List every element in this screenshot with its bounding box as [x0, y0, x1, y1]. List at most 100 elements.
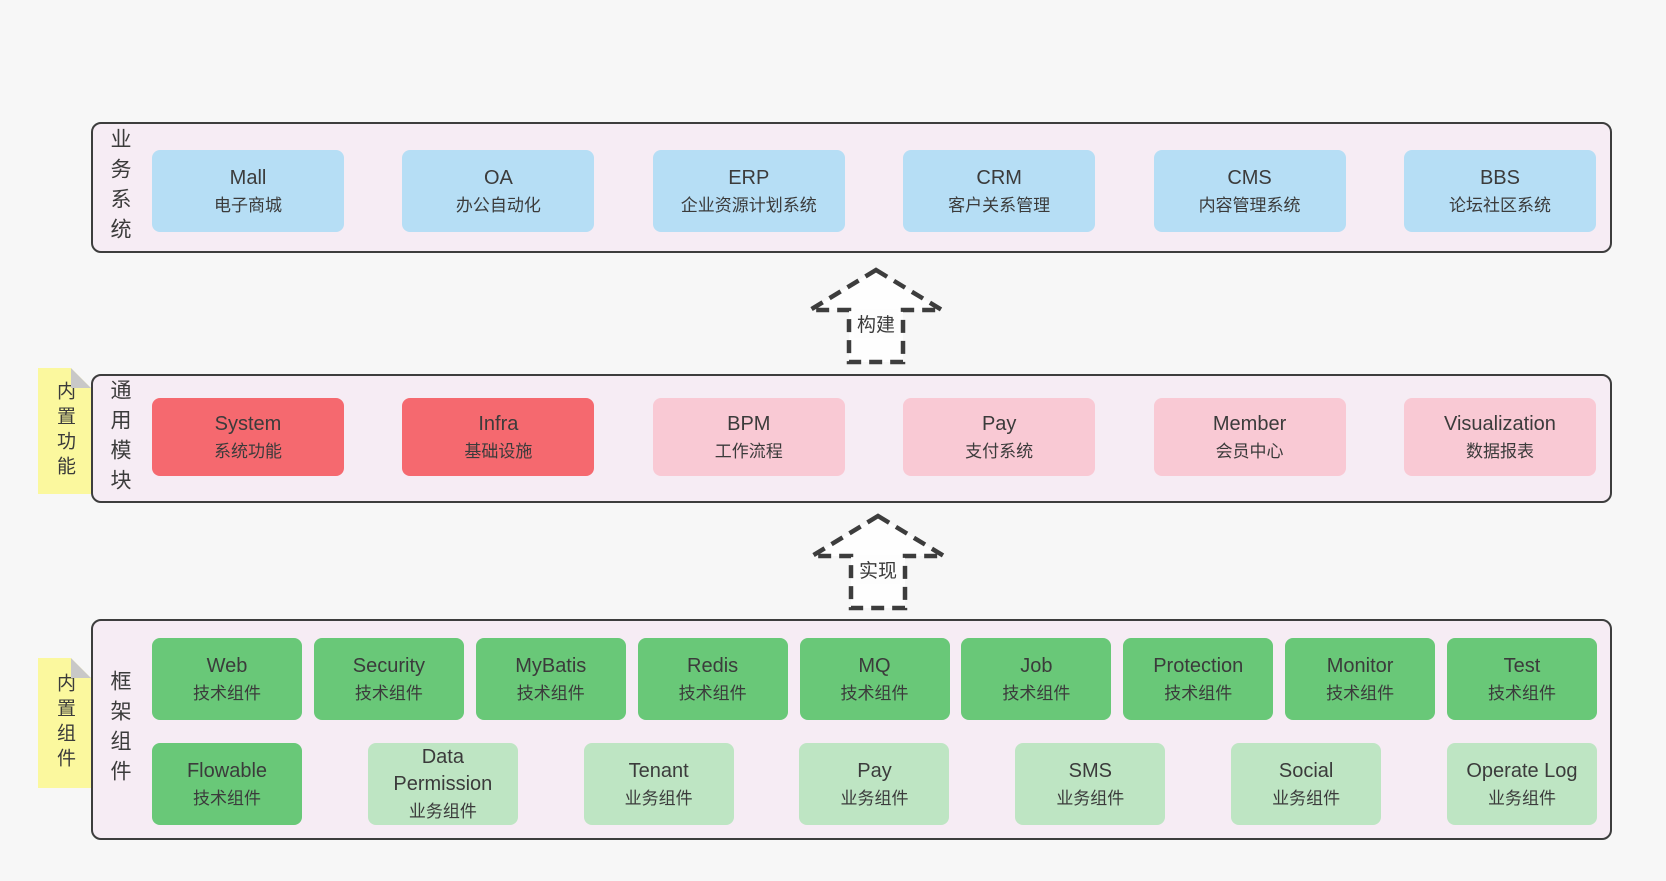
box-crm-title: CRM	[976, 166, 1022, 189]
sticky-note-builtin-components-label: 内置组件	[54, 673, 75, 773]
box-system-subtitle: 系统功能	[214, 441, 282, 461]
box-protection-title: Protection	[1153, 654, 1244, 677]
box-mall-subtitle: 电子商城	[214, 195, 282, 215]
box-security-title: Security	[352, 654, 425, 677]
box-flowable-title: Flowable	[186, 759, 268, 782]
box-visualization: Visualization 数据报表	[1403, 398, 1596, 476]
box-mq-subtitle: 技术组件	[840, 683, 909, 703]
box-web-title: Web	[206, 654, 248, 677]
box-protection: Protection 技术组件	[1123, 638, 1274, 720]
layer-business-systems: 业务系统 Mall 电子商城 OA 办公自动化 ERP 企业资源计划系统 CRM…	[91, 122, 1612, 253]
arrow-implement: 实现	[808, 512, 948, 612]
sticky-note-builtin-features: 内置功能	[38, 368, 91, 494]
box-oa-title: OA	[483, 166, 513, 189]
box-mybatis-subtitle: 技术组件	[516, 683, 585, 703]
box-mall-title: Mall	[229, 166, 267, 189]
box-pay-component: Pay 业务组件	[799, 743, 950, 825]
box-pay-module: Pay 支付系统	[903, 398, 1096, 476]
box-mq: MQ 技术组件	[799, 638, 950, 720]
box-pay-module-subtitle: 支付系统	[965, 441, 1034, 461]
box-social-title: Social	[1278, 759, 1334, 782]
box-cms: CMS 内容管理系统	[1153, 150, 1346, 232]
box-bbs-title: BBS	[1479, 166, 1520, 189]
box-bpm: BPM 工作流程	[652, 398, 845, 476]
box-member-title: Member	[1212, 412, 1287, 435]
box-web: Web 技术组件	[152, 638, 302, 720]
box-security-subtitle: 技术组件	[354, 683, 423, 703]
box-sms-title: SMS	[1068, 759, 1112, 782]
box-bbs-subtitle: 论坛社区系统	[1448, 195, 1551, 215]
box-mq-title: MQ	[858, 654, 891, 677]
box-pay-component-title: Pay	[857, 759, 892, 782]
box-test: Test 技术组件	[1447, 638, 1597, 720]
box-security: Security 技术组件	[313, 638, 464, 720]
box-crm: CRM 客户关系管理	[903, 150, 1096, 232]
box-monitor-title: Monitor	[1326, 654, 1394, 677]
sticky-note-builtin-features-label: 内置功能	[54, 381, 75, 481]
box-erp: ERP 企业资源计划系统	[652, 150, 845, 232]
arrow-build: 构建	[806, 266, 946, 366]
box-tenant-subtitle: 业务组件	[624, 788, 693, 808]
box-oa: OA 办公自动化	[402, 150, 595, 232]
box-mybatis-title: MyBatis	[515, 654, 587, 677]
box-erp-subtitle: 企业资源计划系统	[680, 195, 817, 215]
box-operate-log: Operate Log 业务组件	[1446, 743, 1597, 825]
box-sms-subtitle: 业务组件	[1056, 788, 1125, 808]
box-monitor: Monitor 技术组件	[1285, 638, 1436, 720]
box-system: System 系统功能	[152, 398, 344, 476]
box-monitor-subtitle: 技术组件	[1326, 683, 1395, 703]
layer-common-modules-label: 通用模块	[108, 378, 131, 499]
box-tenant: Tenant 业务组件	[583, 743, 734, 825]
box-pay-component-subtitle: 业务组件	[840, 788, 909, 808]
box-mybatis: MyBatis 技术组件	[475, 638, 626, 720]
box-job: Job 技术组件	[961, 638, 1112, 720]
box-cms-title: CMS	[1227, 166, 1272, 189]
sticky-note-builtin-components: 内置组件	[38, 658, 91, 788]
layer-framework-components: 框架组件 Web 技术组件 Security 技术组件 MyBatis 技术组件…	[91, 619, 1612, 840]
box-test-subtitle: 技术组件	[1488, 683, 1556, 703]
box-infra-title: Infra	[478, 412, 519, 435]
components-grid: Web 技术组件 Security 技术组件 MyBatis 技术组件 Redi…	[152, 638, 1597, 825]
arrow-build-label: 构建	[853, 309, 899, 338]
box-web-subtitle: 技术组件	[193, 683, 261, 703]
box-data-permission: Data Permission 业务组件	[367, 743, 518, 825]
box-system-title: System	[214, 412, 282, 435]
box-social-subtitle: 业务组件	[1272, 788, 1341, 808]
box-erp-title: ERP	[728, 166, 770, 189]
arrow-implement-label: 实现	[855, 555, 901, 584]
box-data-permission-title: Data Permission	[393, 746, 493, 796]
box-data-permission-subtitle: 业务组件	[408, 802, 477, 822]
box-redis-subtitle: 技术组件	[678, 683, 747, 703]
box-mall: Mall 电子商城	[152, 150, 344, 232]
box-sms: SMS 业务组件	[1015, 743, 1166, 825]
box-test-title: Test	[1503, 654, 1541, 677]
box-bpm-subtitle: 工作流程	[714, 441, 783, 461]
layer-business-systems-label: 业务系统	[108, 127, 131, 248]
layer-common-modules: 通用模块 System 系统功能 Infra 基础设施 BPM 工作流程 Pay…	[91, 374, 1612, 503]
box-bbs: BBS 论坛社区系统	[1403, 150, 1596, 232]
modules-box-row: System 系统功能 Infra 基础设施 BPM 工作流程 Pay 支付系统…	[152, 398, 1596, 476]
box-pay-module-title: Pay	[981, 412, 1017, 435]
box-social: Social 业务组件	[1231, 743, 1382, 825]
box-member-subtitle: 会员中心	[1215, 441, 1284, 461]
box-operate-log-title: Operate Log	[1466, 759, 1578, 782]
box-bpm-title: BPM	[727, 412, 771, 435]
box-protection-subtitle: 技术组件	[1164, 683, 1233, 703]
box-redis-title: Redis	[687, 654, 739, 677]
box-visualization-subtitle: 数据报表	[1465, 441, 1534, 461]
box-visualization-title: Visualization	[1443, 412, 1556, 435]
box-tenant-title: Tenant	[628, 759, 689, 782]
box-infra-subtitle: 基础设施	[464, 441, 533, 461]
box-operate-log-subtitle: 业务组件	[1487, 788, 1556, 808]
box-crm-subtitle: 客户关系管理	[948, 195, 1051, 215]
box-cms-subtitle: 内容管理系统	[1198, 195, 1301, 215]
box-flowable-subtitle: 技术组件	[193, 788, 261, 808]
box-oa-subtitle: 办公自动化	[455, 195, 541, 215]
layer-framework-components-label: 框架组件	[108, 669, 131, 790]
box-flowable: Flowable 技术组件	[152, 743, 302, 825]
box-job-subtitle: 技术组件	[1002, 683, 1071, 703]
box-infra: Infra 基础设施	[402, 398, 595, 476]
box-member: Member 会员中心	[1153, 398, 1346, 476]
box-redis: Redis 技术组件	[637, 638, 788, 720]
